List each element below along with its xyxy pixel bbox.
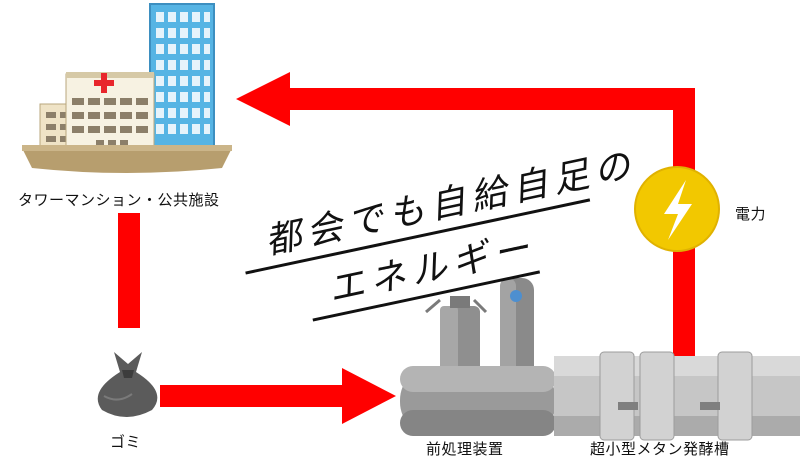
garbage-label: ゴミ bbox=[110, 433, 142, 451]
waste-flow-line bbox=[118, 213, 140, 328]
lightning-bolt-icon bbox=[634, 166, 720, 252]
hospital-and-tower-building-icon bbox=[22, 3, 232, 173]
pretreatment-tank-icon bbox=[400, 278, 556, 436]
slogan: 都会でも自給自足の エネルギー bbox=[245, 144, 640, 322]
slogan-underline-2 bbox=[312, 270, 541, 322]
slogan-underline-1 bbox=[245, 198, 591, 275]
electricity-label: 電力 bbox=[735, 205, 767, 223]
garbage-bag-icon bbox=[97, 352, 158, 417]
methane-digester-icon bbox=[554, 351, 800, 441]
pretreatment-label: 前処理装置 bbox=[426, 440, 504, 458]
digester-label: 超小型メタン発酵槽 bbox=[590, 440, 730, 458]
buildings-label: タワーマンション・公共施設 bbox=[18, 191, 220, 209]
garbage-to-pretreatment-arrow bbox=[160, 368, 396, 424]
